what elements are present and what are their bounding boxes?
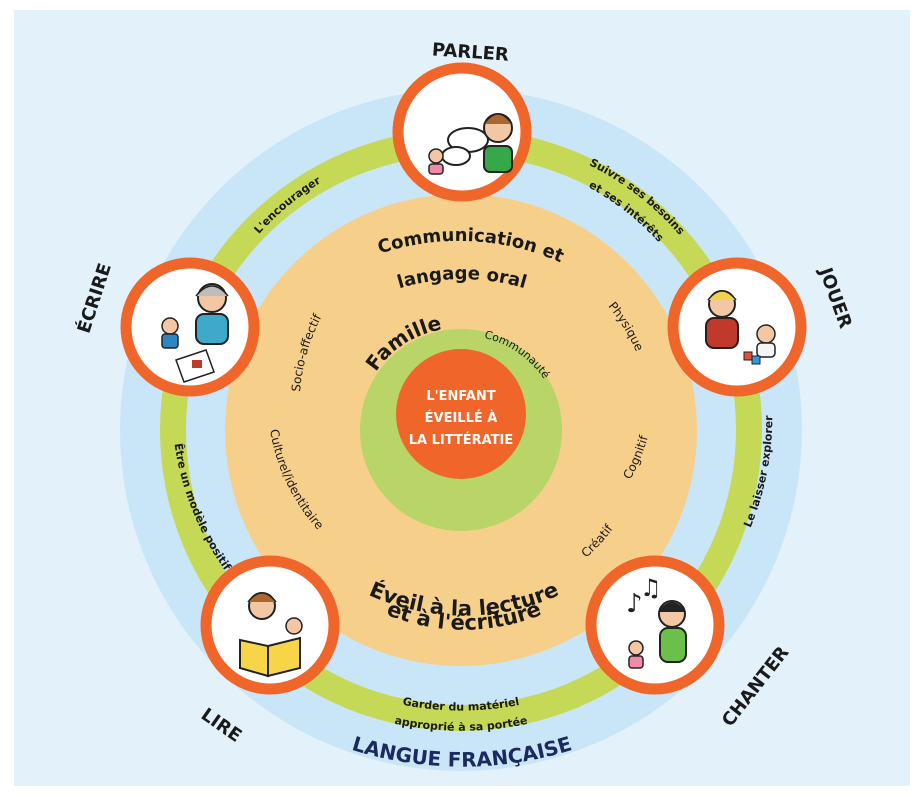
music-notes-icon: ♫ bbox=[640, 574, 662, 602]
lire-badge-circle bbox=[200, 555, 340, 695]
parler-badge bbox=[392, 62, 532, 202]
materiel-label-line-1: Garder du matériel bbox=[402, 695, 521, 714]
ecrire-badge bbox=[120, 257, 260, 397]
chanter-badge-circle bbox=[585, 555, 725, 695]
lire-badge bbox=[200, 555, 340, 695]
music-note-icon: ♪ bbox=[626, 589, 643, 619]
core-line-3: LA LITTÉRATIE bbox=[409, 432, 514, 448]
grandparent-drawing-with-child-icon bbox=[161, 283, 229, 383]
parent-singing-with-child-icon: ♪ ♫ bbox=[626, 574, 687, 669]
parent-talking-to-child-icon bbox=[428, 113, 513, 175]
core-line-2: ÉVEILLÉ À bbox=[425, 410, 498, 426]
grandparent-playing-blocks-icon bbox=[705, 290, 776, 365]
core-circle bbox=[396, 349, 526, 479]
core-line-1: L'ENFANT bbox=[426, 389, 495, 404]
jouer-badge bbox=[667, 257, 807, 397]
chanter-badge: ♪ ♫ bbox=[585, 555, 725, 695]
parent-reading-book-icon bbox=[239, 592, 303, 678]
